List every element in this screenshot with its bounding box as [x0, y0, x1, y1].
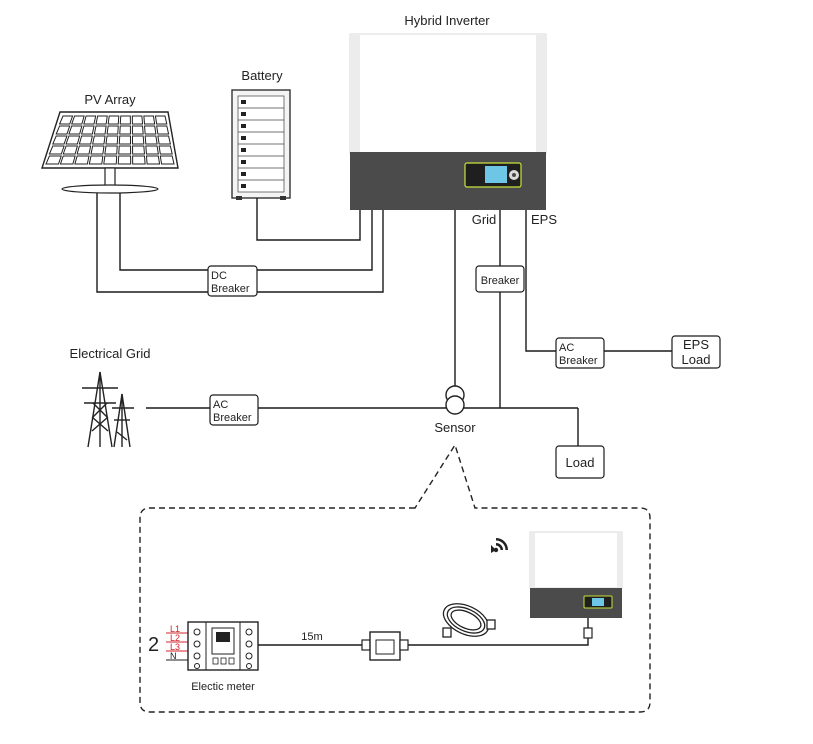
- solar-cell: [104, 145, 118, 155]
- solar-cell: [58, 115, 74, 125]
- callout-border: [139, 443, 651, 713]
- cable-length-label: 15m: [301, 631, 322, 643]
- solar-cell: [107, 115, 120, 125]
- solar-cell: [131, 115, 144, 125]
- grid-ac-breaker-label-1: AC: [213, 399, 228, 411]
- solar-cell: [118, 135, 132, 145]
- phase-wires: [166, 632, 188, 661]
- solar-cell: [78, 135, 93, 145]
- battery-rack-icon: [231, 89, 291, 200]
- phase-l2-label: L2: [170, 633, 180, 643]
- hybrid-inverter-label: Hybrid Inverter: [404, 13, 490, 28]
- solar-cell: [90, 145, 105, 155]
- solar-cell: [158, 145, 173, 155]
- solar-cell: [105, 135, 119, 145]
- solar-cell: [93, 125, 107, 135]
- eps-ac-breaker: AC Breaker: [555, 337, 605, 369]
- phase-n-label: N: [170, 651, 177, 661]
- electric-meter-label: Electic meter: [191, 681, 255, 693]
- solar-cell: [55, 125, 71, 135]
- phase-l1-label: L1: [170, 624, 180, 634]
- solar-cell: [83, 115, 97, 125]
- solar-cell: [65, 135, 81, 145]
- grid-port-label: Grid: [472, 212, 497, 227]
- coiled-cable-icon: [442, 603, 496, 638]
- grid-breaker-label: Breaker: [481, 275, 520, 287]
- inverter-small-connector: [583, 618, 593, 639]
- power-tower-icon: [82, 371, 134, 448]
- battery-label: Battery: [241, 68, 283, 83]
- load-label: Load: [566, 455, 595, 470]
- solar-cell: [48, 145, 65, 155]
- solar-cell: [143, 115, 156, 125]
- solar-cell: [68, 125, 83, 135]
- solar-cell: [145, 155, 161, 165]
- solar-cell: [157, 135, 172, 145]
- solar-cell: [88, 155, 104, 165]
- electric-meter-icon: [187, 621, 259, 671]
- grid-ac-breaker: AC Breaker: [209, 394, 259, 426]
- adapter-to-inverter-cable: [408, 638, 589, 646]
- solar-cell: [145, 145, 159, 155]
- solar-cell: [62, 145, 79, 155]
- solar-cell: [106, 125, 119, 135]
- eps-load-box: EPS Load: [671, 335, 721, 369]
- grid-breaker: Breaker: [475, 265, 525, 293]
- solar-cell: [103, 155, 118, 165]
- pv-array-label: PV Array: [84, 92, 136, 107]
- meter-number: 2: [148, 634, 159, 656]
- solar-cell: [45, 155, 62, 165]
- eps-load-label-2: Load: [682, 352, 711, 367]
- solar-cell: [131, 125, 144, 135]
- eps-wire: [525, 210, 556, 352]
- solar-cell: [154, 115, 168, 125]
- dc-breaker: DC Breaker: [207, 265, 258, 297]
- solar-cell: [131, 135, 145, 145]
- inverter-small: [529, 531, 623, 618]
- phase-l3-label: L3: [170, 642, 180, 652]
- electrical-grid-label: Electrical Grid: [70, 346, 151, 361]
- load-box: Load: [555, 445, 605, 479]
- solar-cell: [95, 115, 108, 125]
- solar-cell: [118, 145, 132, 155]
- eps-ac-breaker-label-1: AC: [559, 342, 574, 354]
- solar-cell: [52, 135, 68, 145]
- solar-cell: [80, 125, 95, 135]
- solar-cell: [132, 155, 146, 165]
- solar-cell: [159, 155, 175, 165]
- solar-cell: [92, 135, 106, 145]
- solar-cell: [74, 155, 90, 165]
- solar-cell: [71, 115, 85, 125]
- wifi-signal-icon: [491, 538, 508, 553]
- solar-cell: [117, 155, 132, 165]
- solar-cell: [119, 115, 131, 125]
- dc-breaker-label-2: Breaker: [211, 283, 250, 295]
- solar-cell: [132, 145, 146, 155]
- hybrid-inverter: [349, 33, 547, 210]
- grid-ac-breaker-label-2: Breaker: [213, 412, 252, 424]
- sensor-label: Sensor: [434, 420, 476, 435]
- dc-breaker-label-1: DC: [211, 270, 227, 282]
- solar-panel-icon: [41, 111, 179, 194]
- eps-ac-breaker-label-2: Breaker: [559, 355, 598, 367]
- eps-load-label-1: EPS: [683, 337, 709, 352]
- eps-port-label: EPS: [531, 212, 557, 227]
- sensor-ct-icon: [445, 385, 465, 415]
- solar-cell: [119, 125, 131, 135]
- solar-cell: [156, 125, 170, 135]
- rj45-adapter-icon: [361, 631, 409, 661]
- solar-cell: [59, 155, 76, 165]
- solar-cell: [144, 135, 158, 145]
- solar-cell: [143, 125, 157, 135]
- solar-cell: [76, 145, 92, 155]
